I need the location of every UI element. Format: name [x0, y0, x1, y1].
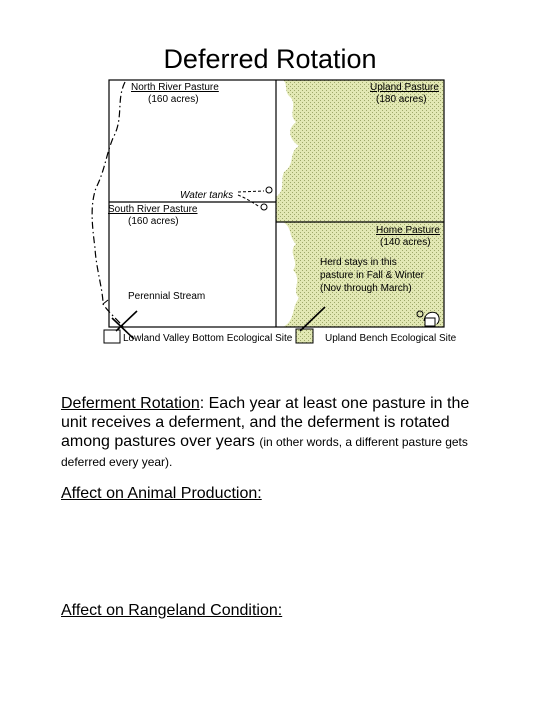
definition-aside: (in other words, a different pasture get… — [61, 435, 468, 469]
lowland-legend-label: Lowland Valley Bottom Ecological Site — [123, 333, 293, 344]
water-tanks-label: Water tanks — [180, 190, 234, 201]
animal-production-heading: Affect on Animal Production: — [61, 485, 262, 502]
herd-note-line: (Nov through March) — [320, 283, 412, 294]
home-label: Home Pasture — [376, 225, 440, 236]
page-title: Deferred Rotation — [163, 44, 377, 74]
upland-label: Upland Pasture — [370, 82, 439, 93]
south-river-acres: (160 acres) — [128, 216, 179, 227]
stream-arrow — [102, 299, 109, 305]
upland-arrow — [299, 306, 326, 332]
upland-acres: (180 acres) — [376, 94, 427, 105]
herd-note: Herd stays in this pasture in Fall & Win… — [320, 256, 424, 295]
lowland-arrow-down — [111, 317, 135, 340]
definition-sentence: : Each year at least one pasture in the … — [61, 395, 470, 450]
water-tank-icon — [260, 186, 273, 211]
lowland-arrow-up — [115, 310, 138, 332]
definition-paragraph: Deferment Rotation: Each year at least o… — [61, 394, 491, 472]
lowland-legend-box — [103, 329, 121, 344]
south-river-label: South River Pasture — [108, 204, 198, 215]
rangeland-condition-heading: Affect on Rangeland Condition: — [61, 602, 283, 619]
upland-bench-area — [276, 80, 444, 327]
herd-note-line: Herd stays in this — [320, 257, 397, 268]
home-acres: (140 acres) — [380, 237, 431, 248]
water-tanks-arrow-2 — [237, 194, 261, 208]
home-icon — [416, 310, 440, 327]
herd-note-line: pasture in Fall & Winter — [320, 270, 424, 281]
definition-term: Deferment Rotation — [61, 395, 200, 412]
north-river-acres: (160 acres) — [148, 94, 199, 105]
upland-legend-box — [295, 328, 314, 344]
perennial-stream-label: Perennial Stream — [128, 291, 206, 302]
upland-legend-label: Upland Bench Ecological Site — [325, 333, 457, 344]
north-river-label: North River Pasture — [131, 82, 219, 93]
water-tanks-arrow-1 — [237, 190, 265, 193]
